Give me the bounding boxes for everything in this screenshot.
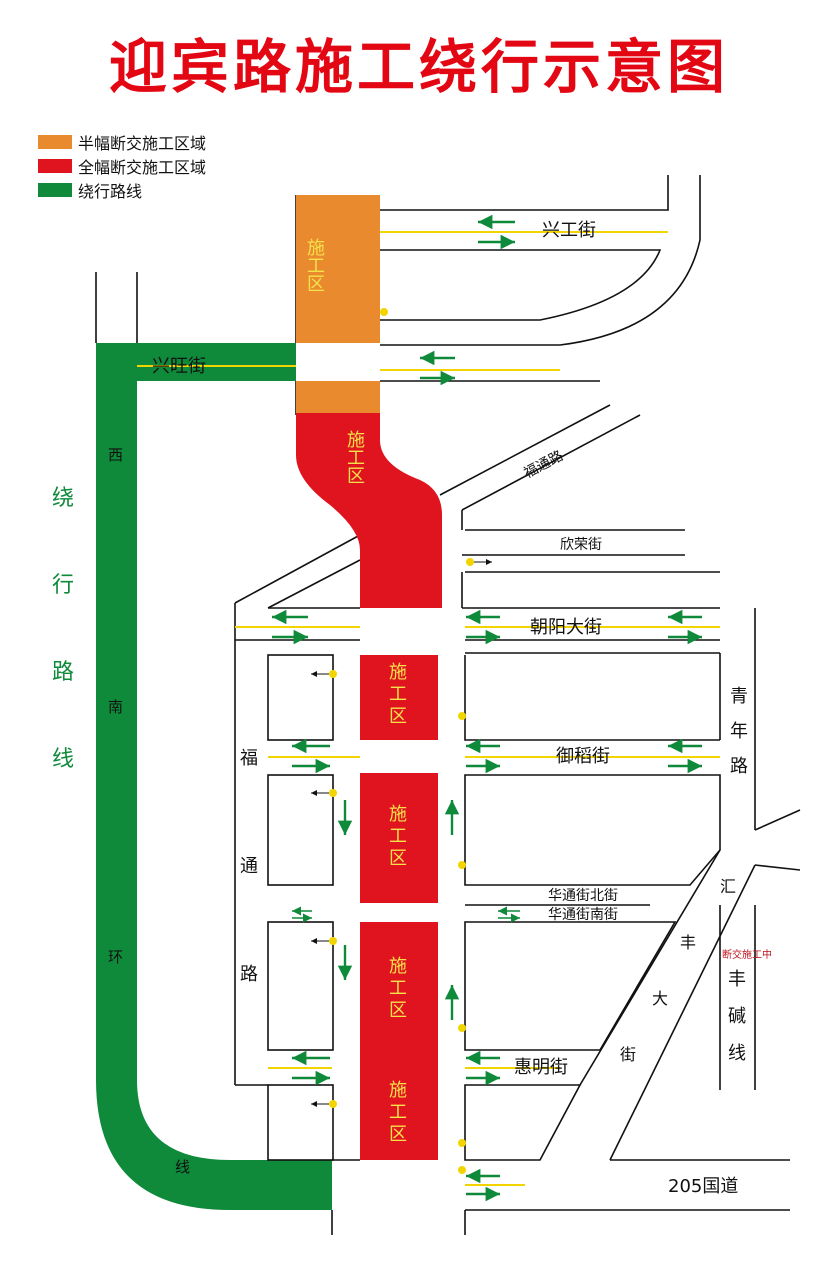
label-huifeng-4: 街: [620, 1045, 636, 1064]
legend-label-full: 全幅断交施工区域: [78, 158, 207, 177]
legend-swatch-detour: [38, 183, 72, 197]
zone-label-2a: 施: [389, 804, 407, 825]
zone-label-3c: 区: [389, 1000, 407, 1021]
label-futong-w-2: 通: [240, 856, 258, 877]
zone-label-1b: 工: [389, 684, 407, 705]
label-fengjian-3: 线: [728, 1043, 746, 1064]
label-fengjian-1: 丰: [728, 969, 746, 990]
label-205: 205国道: [668, 1176, 738, 1197]
label-xinan-4: 线: [175, 1158, 190, 1176]
label-huatong-north: 华通街北街: [548, 888, 618, 904]
zone-label-top-1: 施: [307, 238, 325, 259]
label-note-closed: 断交施工中: [722, 948, 772, 961]
label-yudao: 御稻街: [556, 746, 610, 767]
label-xinan-2: 南: [108, 698, 123, 716]
detour-route: [96, 343, 332, 1210]
zone-label-top-3: 区: [307, 274, 325, 295]
label-futong-ne: 福通路: [521, 448, 566, 482]
svg-text:绕: 绕: [52, 486, 74, 511]
legend-item-detour: 绕行路线: [38, 178, 206, 202]
label-xingwang: 兴旺街: [152, 356, 206, 377]
zone-label-top-2: 工: [307, 256, 325, 277]
label-futong-w-3: 路: [240, 964, 258, 985]
label-fengjian-2: 碱: [728, 1006, 746, 1027]
label-qingnian-1: 青: [730, 686, 748, 707]
zone-label-4c: 区: [389, 1124, 407, 1145]
red-zone-2: [360, 773, 438, 903]
legend-label-detour: 绕行路线: [78, 182, 143, 201]
svg-text:行: 行: [52, 573, 74, 598]
zone-label-4a: 施: [389, 1080, 407, 1101]
label-qingnian-3: 路: [730, 756, 748, 777]
red-zone-curve: [296, 413, 442, 608]
label-xinrong: 欣荣街: [560, 537, 602, 553]
label-xinggong: 兴工街: [542, 220, 596, 241]
legend-swatch-half: [38, 135, 72, 149]
label-huifeng-1: 汇: [720, 877, 736, 896]
zone-label-4b: 工: [389, 1102, 407, 1123]
zone-label-2b: 工: [389, 826, 407, 847]
zone-label-1a: 施: [389, 662, 407, 683]
zone-label-3b: 工: [389, 978, 407, 999]
traffic-arrows: [272, 214, 702, 1202]
page-title: 迎宾路施工绕行示意图: [108, 33, 729, 101]
label-qingnian-2: 年: [730, 721, 748, 742]
zone-label-curve-3: 区: [347, 466, 365, 487]
zone-label-curve-1: 施: [347, 430, 365, 451]
label-xinan-1: 西: [108, 446, 123, 464]
orange-zone-mid: [296, 381, 380, 413]
label-chaoyang: 朝阳大街: [530, 617, 602, 638]
yellow-lines: [235, 231, 720, 1186]
red-zone-3: [360, 922, 438, 1160]
legend-item-full: 全幅断交施工区域: [38, 154, 206, 178]
legend-label-half: 半幅断交施工区域: [78, 134, 207, 153]
label-huatong-south: 华通街南街: [548, 907, 618, 923]
label-futong-w-1: 福: [240, 748, 258, 769]
zone-labels: 施 工 区 施 工 区 施 工 区 施 工 区 施 工 区 施 工 区: [307, 238, 407, 1145]
label-huiming: 惠明街: [514, 1057, 568, 1078]
zone-label-3a: 施: [389, 956, 407, 977]
legend: 半幅断交施工区域 全幅断交施工区域 绕行路线: [38, 130, 206, 202]
zone-label-1c: 区: [389, 706, 407, 727]
legend-item-half: 半幅断交施工区域: [38, 130, 206, 154]
svg-text:路: 路: [52, 660, 74, 685]
sign-markers: [311, 308, 492, 1174]
zone-label-curve-2: 工: [347, 448, 365, 469]
legend-swatch-full: [38, 159, 72, 173]
orange-zone-top: [296, 195, 380, 343]
road-outlines: [95, 175, 801, 1235]
label-xinan-3: 环: [108, 948, 123, 966]
detour-vertical-label: 绕 行 路 线: [52, 486, 74, 772]
zone-label-2c: 区: [389, 848, 407, 869]
label-huifeng-2: 丰: [680, 933, 696, 952]
svg-text:线: 线: [52, 747, 74, 772]
label-huifeng-3: 大: [652, 989, 668, 1008]
red-zone-1: [360, 655, 438, 740]
